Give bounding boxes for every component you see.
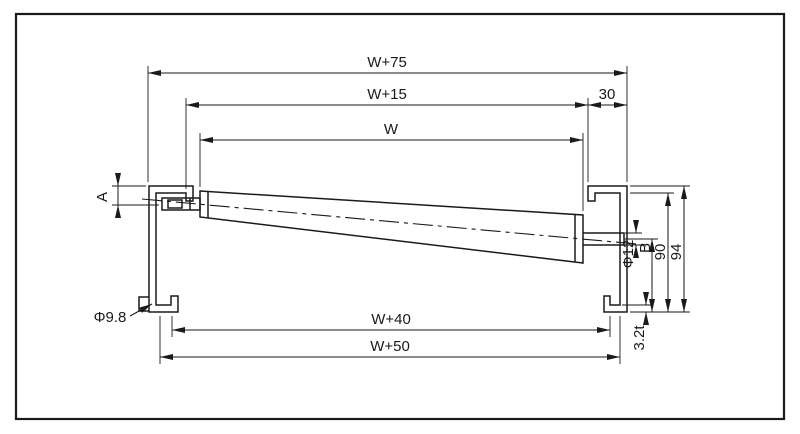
right-axle: [583, 232, 625, 246]
label-dim-phi12: Φ12: [620, 240, 637, 269]
label-dim-b: B: [637, 243, 654, 253]
drawing-border: [14, 12, 786, 421]
roller-centerline: [141, 198, 649, 246]
label-dim-w15: W+15: [367, 86, 407, 103]
label-dim-94: 94: [668, 244, 685, 261]
leader-phi98: [129, 303, 153, 317]
label-dim-a: A: [94, 192, 111, 202]
label-dim-w40: W+40: [371, 311, 411, 328]
tapered-roller: [199, 190, 584, 264]
label-dim-30: 30: [599, 86, 616, 103]
dimension-lines: [115, 70, 687, 360]
label-dim-phi98: Φ9.8: [94, 309, 127, 326]
label-dim-w75: W+75: [367, 54, 407, 71]
label-dim-w: W: [384, 121, 399, 138]
label-dim-32t: 3.2t: [631, 325, 648, 351]
left-axle: [161, 197, 201, 211]
label-dim-w50: W+50: [370, 338, 410, 355]
right-frame-channel: [587, 185, 628, 313]
label-dim-90: 90: [652, 244, 669, 261]
